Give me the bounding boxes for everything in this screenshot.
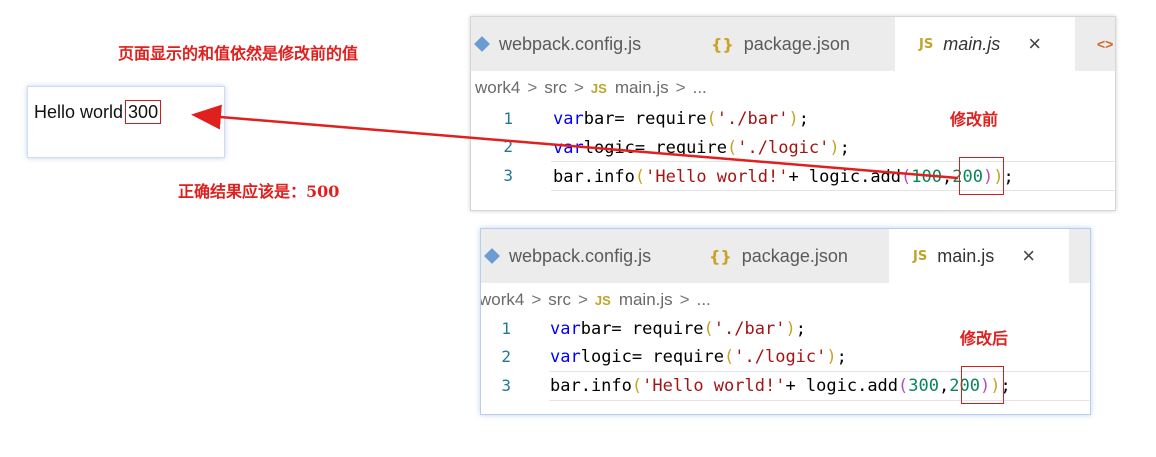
argument-highlight-box — [961, 366, 1004, 404]
editor-before-panel: webpack.config.js {} package.json JS mai… — [470, 16, 1116, 211]
line-number: 2 — [501, 347, 511, 366]
tab-webpack-config[interactable]: webpack.config.js — [471, 17, 691, 71]
editor-after-panel: webpack.config.js {} package.json JS mai… — [480, 228, 1091, 415]
chevron-right-icon: > — [573, 78, 584, 97]
js-file-icon: JS — [594, 292, 611, 308]
line-number: 3 — [503, 166, 513, 185]
top-annotation: 页面显示的和值依然是修改前的值 — [118, 44, 359, 63]
argument-highlight-box — [959, 157, 1004, 195]
chevron-right-icon: > — [679, 290, 690, 309]
js-file-icon: JS — [590, 80, 607, 96]
sum-value-highlight: 300 — [125, 100, 162, 124]
close-icon[interactable]: × — [1022, 243, 1036, 268]
code-line-2[interactable]: var logic= require('./logic'); — [550, 346, 847, 367]
before-label: 修改前 — [950, 110, 999, 129]
correct-result-annotation: 正确结果应该是：500 — [178, 182, 340, 201]
tab-main-js[interactable]: JS main.js × — [895, 17, 1075, 71]
current-line-highlight — [549, 371, 1090, 401]
code-line-1[interactable]: var bar= require('./bar'); — [553, 108, 809, 129]
breadcrumb-main-js[interactable]: main.js — [618, 290, 673, 309]
tab-package-json[interactable]: {} package.json — [711, 33, 850, 54]
line-number: 1 — [503, 109, 513, 128]
breadcrumb-more[interactable]: ... — [692, 78, 707, 97]
html-file-icon: <> — [1097, 36, 1114, 52]
chevron-right-icon: > — [675, 78, 686, 97]
line-number: 2 — [503, 137, 513, 156]
breadcrumb-more[interactable]: ... — [696, 290, 711, 309]
json-braces-icon: {} — [709, 246, 732, 266]
tab-html-partial[interactable]: <> — [1077, 17, 1115, 71]
breadcrumb-src[interactable]: src — [544, 78, 567, 97]
breadcrumb-work4[interactable]: work4 — [480, 290, 525, 309]
chevron-right-icon: > — [531, 290, 542, 309]
after-label: 修改后 — [960, 329, 1009, 348]
chevron-right-icon: > — [577, 290, 588, 309]
tab-bar: webpack.config.js {} package.json JS mai… — [481, 229, 1090, 283]
first-argument-value: 300 — [908, 375, 939, 396]
tab-package-json[interactable]: {} package.json — [709, 245, 848, 266]
hello-world-text: Hello world — [34, 102, 124, 122]
current-line-highlight — [551, 161, 1115, 191]
close-icon[interactable]: × — [1028, 31, 1042, 56]
code-line-1[interactable]: var bar= require('./bar'); — [550, 318, 806, 339]
chevron-right-icon: > — [527, 78, 538, 97]
breadcrumb-src[interactable]: src — [548, 290, 571, 309]
js-file-icon: JS — [919, 36, 934, 52]
code-line-3[interactable]: bar.info( 'Hello world!'+ logic.add(300,… — [550, 375, 1011, 396]
json-braces-icon: {} — [711, 34, 734, 54]
tab-webpack-config[interactable]: webpack.config.js — [481, 229, 689, 283]
js-file-icon: JS — [913, 248, 928, 264]
breadcrumb-work4[interactable]: work4 — [475, 78, 521, 97]
breadcrumb: work4 > src > JS main.js > ... — [475, 73, 707, 103]
line-number: 3 — [501, 376, 511, 395]
tab-main-js[interactable]: JS main.js × — [889, 229, 1069, 283]
breadcrumb-main-js[interactable]: main.js — [614, 78, 669, 97]
line-number: 1 — [501, 319, 511, 338]
breadcrumb: work4 > src > JS main.js > ... — [480, 285, 711, 315]
tab-bar: webpack.config.js {} package.json JS mai… — [471, 17, 1115, 71]
code-line-2[interactable]: var logic= require('./logic'); — [553, 137, 850, 158]
